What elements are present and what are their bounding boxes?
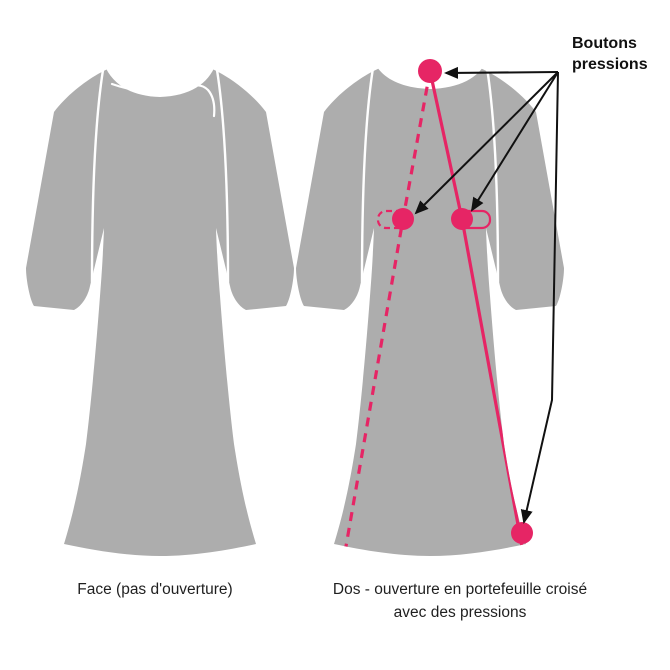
back-raglan-seam-right	[484, 60, 500, 284]
front-raglan-seam-right	[214, 62, 230, 284]
boutons-pressions-label: Boutons pressions	[572, 35, 648, 73]
arrow-to-hem-snap	[520, 71, 559, 524]
front-wrap-edge	[110, 82, 216, 118]
arrow-to-waist-left-snap	[414, 71, 559, 215]
front-dress-figure	[26, 50, 294, 556]
annotation-arrows	[414, 66, 559, 524]
snap-waist-left-marker[interactable]	[392, 208, 414, 230]
front-dress-caption: Face (pas d'ouverture)	[77, 581, 233, 598]
arrow-to-neck-snap	[444, 66, 559, 79]
back-dress-silhouette	[296, 58, 564, 556]
front-dress-silhouette	[26, 58, 294, 556]
snap-waist-right-marker[interactable]	[451, 208, 473, 230]
front-neckline-cutout	[104, 50, 216, 97]
snap-neck-marker[interactable]	[418, 59, 442, 83]
arrow-to-waist-right-snap	[470, 71, 559, 212]
front-raglan-seam-left	[90, 62, 106, 284]
back-dress-figure	[296, 48, 564, 556]
snap-hem-marker[interactable]	[511, 522, 533, 544]
back-raglan-seam-left	[360, 60, 376, 284]
back-dress-caption: Dos - ouverture en portefeuille croisé a…	[332, 581, 588, 621]
